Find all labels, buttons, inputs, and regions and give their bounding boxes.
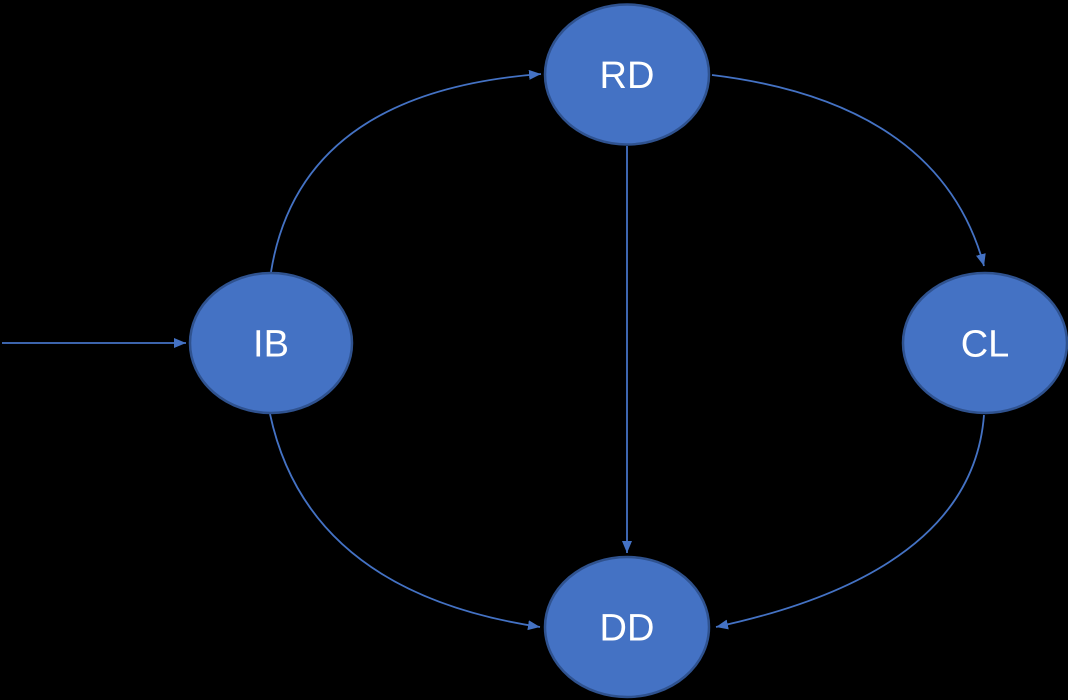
node-rd-label: RD [600, 55, 655, 97]
node-ib-label: IB [253, 324, 289, 366]
edge-cl-to-dd [715, 414, 985, 630]
node-dd-label: DD [600, 608, 655, 650]
edge-ib-to-rd [270, 69, 542, 273]
edge-rd-to-cl [711, 74, 986, 267]
node-cl-label: CL [961, 324, 1010, 366]
node-rd: RD [543, 3, 711, 146]
node-dd: DD [543, 555, 711, 699]
edge-ib-to-dd [269, 413, 541, 631]
node-ib: IB [188, 271, 354, 415]
node-cl-ellipse [901, 271, 1068, 415]
node-rd-ellipse [543, 3, 711, 146]
node-cl: CL [901, 271, 1068, 415]
node-ib-ellipse [188, 271, 354, 415]
node-dd-ellipse [543, 555, 711, 699]
